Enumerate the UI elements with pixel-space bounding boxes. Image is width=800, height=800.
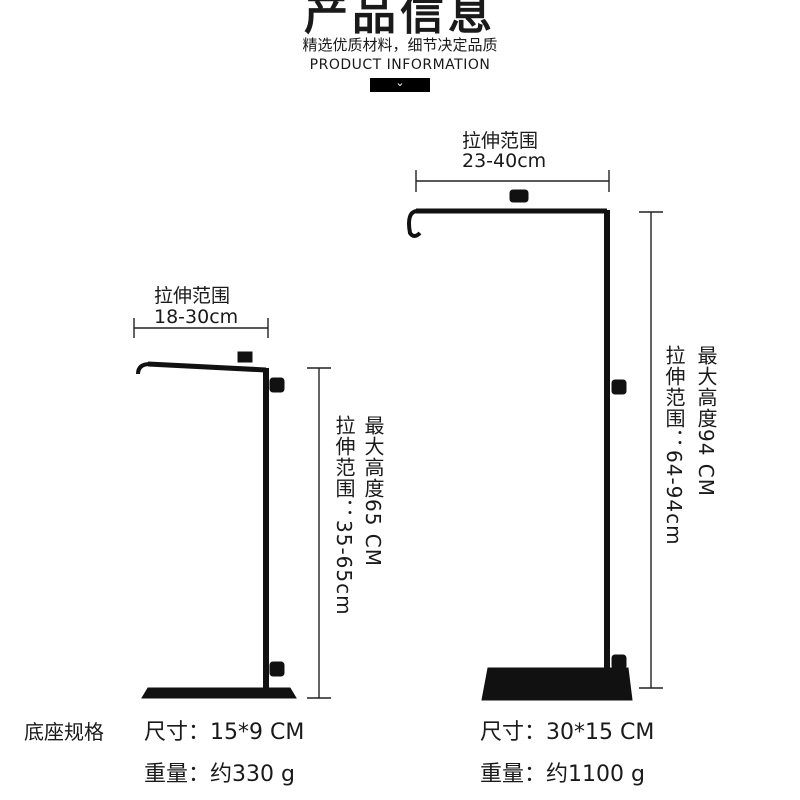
chevron-tab: ⌄ <box>370 76 430 92</box>
chevron-down-icon: ⌄ <box>395 76 405 89</box>
small-stand-arm <box>147 361 267 373</box>
small-height-range: 拉伸范围：35-65cm <box>332 415 356 616</box>
large-arm-knob <box>509 189 529 203</box>
page-subtitle: 精选优质材料，细节决定品质 <box>302 36 498 54</box>
small-pole-knob-lower <box>269 661 285 677</box>
large-stretch-value: 23-40cm <box>462 150 547 172</box>
large-height-range: 拉伸范围：64-94cm <box>662 345 686 546</box>
english-subtitle: PRODUCT INFORMATION <box>309 57 491 73</box>
small-base-size: 尺寸：15*9 CM <box>144 720 305 745</box>
small-max-height: 最大高度65 CM <box>361 415 385 568</box>
small-stretch-value: 18-30cm <box>154 306 239 328</box>
small-pole-knob-upper <box>269 377 285 393</box>
small-dimension-lines <box>133 318 331 699</box>
small-stand <box>136 351 297 699</box>
base-spec-heading: 底座规格 <box>24 720 104 744</box>
small-arm-knob <box>237 351 253 363</box>
large-stand <box>407 189 633 701</box>
large-dimension-lines <box>415 170 663 689</box>
large-pole-knob-upper <box>611 379 627 395</box>
large-max-height: 最大高度94 CM <box>694 345 718 498</box>
page-title: 产品信息 <box>304 0 496 40</box>
large-stand-base <box>481 667 633 701</box>
large-stand-hook <box>407 209 422 238</box>
large-stretch-label: 拉伸范围 <box>462 130 539 152</box>
large-base-weight: 重量：约1100 g <box>480 762 645 787</box>
small-base-weight: 重量：约330 g <box>144 762 295 787</box>
large-base-size: 尺寸：30*15 CM <box>480 720 655 745</box>
small-stretch-label: 拉伸范围 <box>154 285 231 307</box>
large-pole-knob-lower <box>611 654 627 670</box>
small-stand-hook <box>136 362 151 375</box>
small-stand-base <box>141 687 297 699</box>
